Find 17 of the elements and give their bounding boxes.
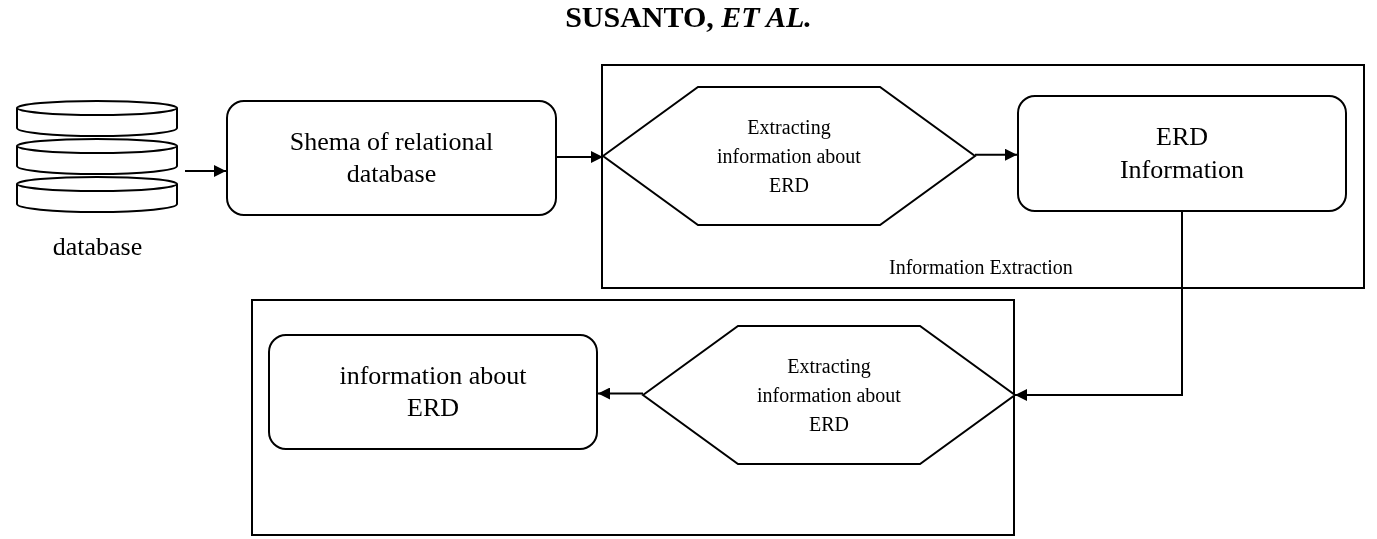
group-frame [601, 64, 1365, 289]
process-box: ERD Information [1017, 95, 1347, 212]
running-header: SUSANTO, ET AL. [564, 0, 813, 34]
arrow [184, 165, 227, 177]
group-frame [251, 299, 1015, 536]
arrow [556, 151, 604, 163]
group-label: Information Extraction [889, 256, 1073, 279]
process-hexagon [603, 86, 975, 226]
process-hexagon [643, 325, 1015, 465]
process-box: information about ERD [268, 334, 598, 450]
arrow [1014, 211, 1183, 401]
process-text: Extracting information about ERD [756, 353, 902, 437]
process-text: Extracting information about ERD [716, 114, 862, 198]
node-caption: database [51, 232, 144, 262]
arrow [974, 148, 1018, 161]
arrow [597, 387, 644, 400]
process-box: Shema of relational database [226, 100, 557, 216]
